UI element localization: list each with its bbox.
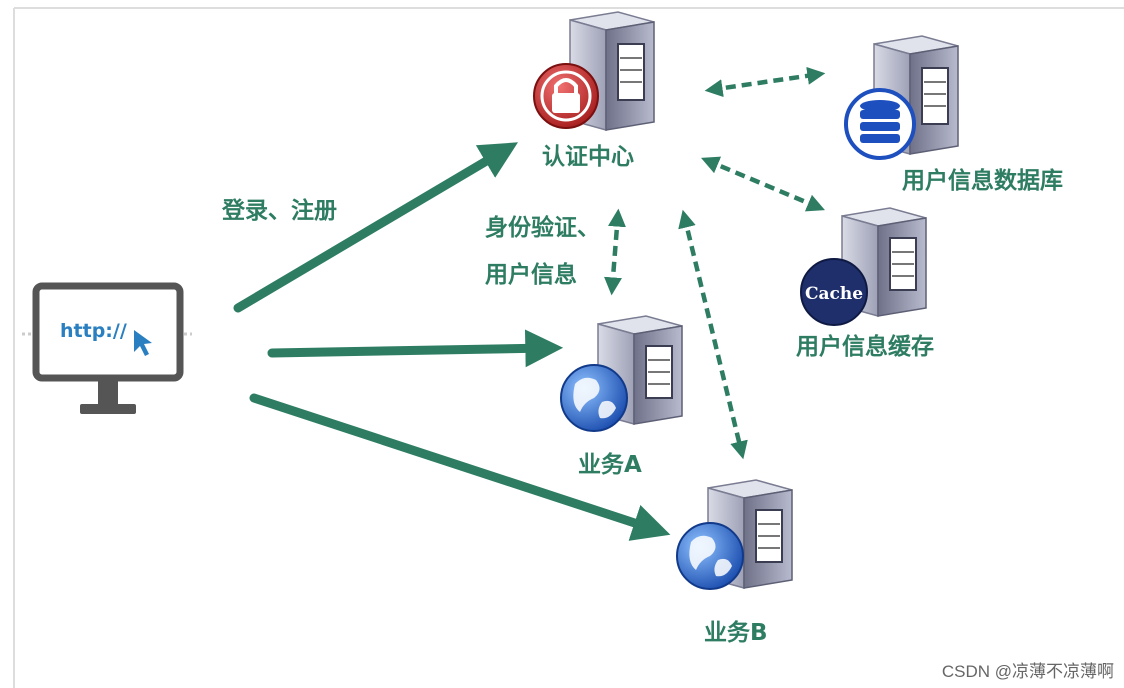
service-a-label: 业务A xyxy=(578,452,642,478)
service-b-server xyxy=(707,479,793,589)
verify-label-line1: 身份验证、 xyxy=(485,215,600,241)
globe-icon xyxy=(560,364,628,432)
login-register-label: 登录、注册 xyxy=(222,198,337,224)
cache-badge: Cache xyxy=(805,284,863,304)
browser-url: http:// xyxy=(60,320,127,342)
dashed-auth-db xyxy=(704,66,826,98)
arrow-browser-to-service-a xyxy=(267,329,564,368)
arrow-browser-to-auth xyxy=(233,142,519,313)
user-cache-label: 用户信息缓存 xyxy=(796,334,934,360)
database-icon xyxy=(844,88,916,160)
cache-server xyxy=(841,207,927,317)
globe-icon xyxy=(676,522,744,590)
dashed-auth-service-b xyxy=(678,209,748,460)
service-b-label: 业务B xyxy=(704,620,768,646)
cache-icon: Cache xyxy=(800,258,868,326)
watermark: CSDN @凉薄不凉薄啊 xyxy=(941,662,1114,681)
verify-label-line2: 用户信息 xyxy=(485,262,577,288)
dashed-auth-service-a xyxy=(604,208,626,296)
browser-monitor: http:// xyxy=(22,282,192,414)
cursor-icon xyxy=(134,330,152,356)
dashed-auth-cache xyxy=(701,156,825,212)
auth-center-label: 认证中心 xyxy=(542,144,634,170)
auth-server xyxy=(569,11,655,131)
lock-icon xyxy=(533,63,599,129)
user-db-label: 用户信息数据库 xyxy=(902,168,1063,194)
arrow-browser-to-service-b xyxy=(249,393,671,541)
